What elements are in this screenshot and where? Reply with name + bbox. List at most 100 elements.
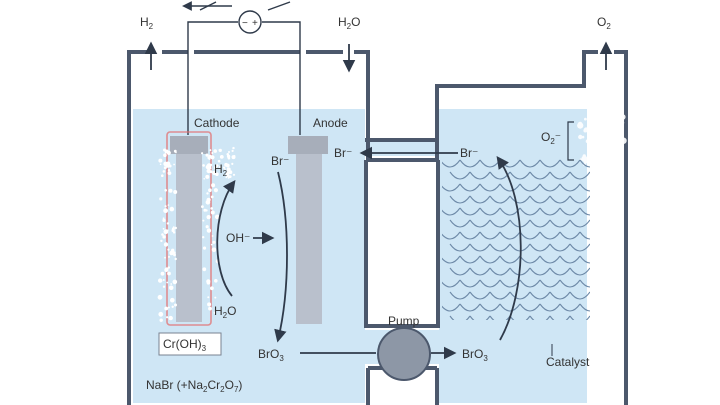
hydrogen-bubble bbox=[161, 233, 164, 236]
catalyst-scale bbox=[589, 196, 590, 197]
oxygen-bubble bbox=[593, 122, 598, 126]
hydrogen-bubble bbox=[166, 316, 169, 319]
catalyst-scale bbox=[559, 159, 581, 168]
oxygen-bubble bbox=[578, 134, 583, 140]
catalyst-scale bbox=[529, 243, 551, 252]
hydrogen-bubble bbox=[167, 266, 170, 269]
catalyst-scale bbox=[469, 315, 491, 320]
catalyst-scale bbox=[479, 231, 501, 240]
catalyst-scale bbox=[529, 195, 551, 204]
left-tank-wall bbox=[127, 50, 370, 405]
catalyst-scale bbox=[579, 159, 590, 168]
hydrogen-bubble bbox=[205, 153, 209, 157]
hydrogen-bubble bbox=[205, 225, 209, 229]
power-source bbox=[238, 10, 262, 34]
catalyst-scale bbox=[600, 184, 620, 191]
hydrogen-bubble bbox=[205, 200, 211, 205]
cathode-highlight bbox=[166, 131, 212, 326]
hydrogen-bubble bbox=[206, 279, 211, 284]
anode-cap bbox=[288, 136, 328, 154]
catalyst-scale bbox=[529, 219, 551, 228]
catalyst-scale bbox=[509, 291, 531, 300]
oxygen-bubble bbox=[589, 118, 593, 123]
label-catalyst: Catalyst bbox=[546, 355, 590, 369]
catalyst-scale bbox=[519, 303, 541, 312]
hydrogen-bubble bbox=[162, 170, 166, 173]
label-bro3-right: BrO3 bbox=[462, 347, 488, 363]
oxygen-bubble bbox=[618, 111, 624, 117]
pump bbox=[377, 327, 431, 381]
hydrogen-bubble bbox=[167, 171, 172, 176]
catalyst-scale bbox=[529, 315, 551, 320]
hydrogen-bubble bbox=[206, 228, 212, 233]
label-h2o-cell: H2O bbox=[214, 304, 236, 320]
catalyst-scale bbox=[539, 231, 561, 240]
hydrogen-bubble bbox=[164, 268, 169, 272]
hydrogen-bubble bbox=[166, 222, 170, 225]
hydrogen-bubble bbox=[202, 267, 207, 272]
hydrogen-bubble bbox=[210, 243, 213, 246]
hydrogen-bubble bbox=[163, 208, 169, 214]
catalyst-scale bbox=[459, 207, 481, 216]
cr-oh3-box bbox=[158, 332, 222, 356]
catalyst-scale bbox=[509, 171, 531, 180]
oxygen-bubble bbox=[585, 139, 590, 144]
catalyst-scale bbox=[600, 256, 620, 263]
catalyst-scale bbox=[549, 315, 571, 320]
oxygen-bubble bbox=[593, 141, 597, 145]
catalyst-scale bbox=[469, 267, 491, 276]
hydrogen-bubble bbox=[202, 236, 205, 239]
hydrogen-bubble bbox=[168, 188, 173, 193]
catalyst-scale bbox=[549, 219, 571, 228]
oxygen-bubble bbox=[595, 159, 600, 164]
hydrogen-bubble bbox=[212, 240, 216, 244]
label-cathode: Cathode bbox=[194, 116, 240, 130]
catalyst-scale bbox=[569, 219, 590, 228]
hydrogen-bubble bbox=[163, 153, 167, 157]
hydrogen-bubble bbox=[168, 285, 174, 291]
hydrogen-bubble bbox=[163, 148, 166, 152]
oxygen-bubble bbox=[590, 147, 593, 151]
hydrogen-bubble bbox=[215, 172, 219, 176]
hydrogen-bubble bbox=[166, 281, 169, 284]
catalyst-scale bbox=[459, 231, 481, 240]
catalyst-scale bbox=[579, 231, 590, 240]
catalyst-scale bbox=[469, 243, 491, 252]
catalyst-scale bbox=[559, 279, 581, 288]
catalyst-scale bbox=[589, 172, 590, 173]
hydrogen-bubble bbox=[207, 302, 212, 307]
catalyst-scale bbox=[539, 159, 561, 168]
arrow-bro3-up bbox=[496, 155, 522, 341]
catalyst-scale bbox=[442, 303, 461, 312]
hydrogen-bubble bbox=[205, 209, 208, 212]
hydrogen-bubble bbox=[217, 159, 221, 163]
hydrogen-bubble bbox=[169, 206, 175, 212]
hydrogen-bubble bbox=[157, 294, 163, 300]
catalyst-scale bbox=[479, 183, 501, 192]
hydrogen-bubble bbox=[224, 168, 226, 170]
power-plus: + bbox=[252, 18, 258, 29]
oxygen-bubble bbox=[600, 127, 603, 130]
hydrogen-bubble bbox=[172, 226, 175, 229]
power-minus: − bbox=[242, 18, 248, 29]
water-channel-top bbox=[365, 140, 439, 156]
hydrogen-bubble bbox=[210, 163, 213, 166]
hydrogen-bubble bbox=[162, 235, 166, 239]
catalyst-scale bbox=[589, 244, 590, 245]
oxygen-bubble bbox=[584, 117, 587, 121]
catalyst-scale bbox=[569, 291, 590, 300]
hydrogen-bubble bbox=[171, 228, 175, 233]
label-br-right: Br⁻ bbox=[460, 146, 478, 160]
oxygen-bubble bbox=[606, 112, 613, 119]
hydrogen-bubble bbox=[159, 163, 162, 166]
hydrogen-bubble bbox=[160, 239, 163, 243]
arrow-h2o-to-h2 bbox=[216, 179, 236, 297]
cathode bbox=[157, 131, 236, 326]
hydrogen-bubble bbox=[167, 248, 170, 251]
catalyst-scale bbox=[519, 183, 541, 192]
hydrogen-bubble bbox=[211, 152, 214, 154]
oxygen-bubble bbox=[581, 155, 588, 162]
catalyst-scale bbox=[529, 171, 551, 180]
hydrogen-bubble bbox=[174, 303, 177, 307]
hydrogen-bubble bbox=[209, 149, 212, 152]
